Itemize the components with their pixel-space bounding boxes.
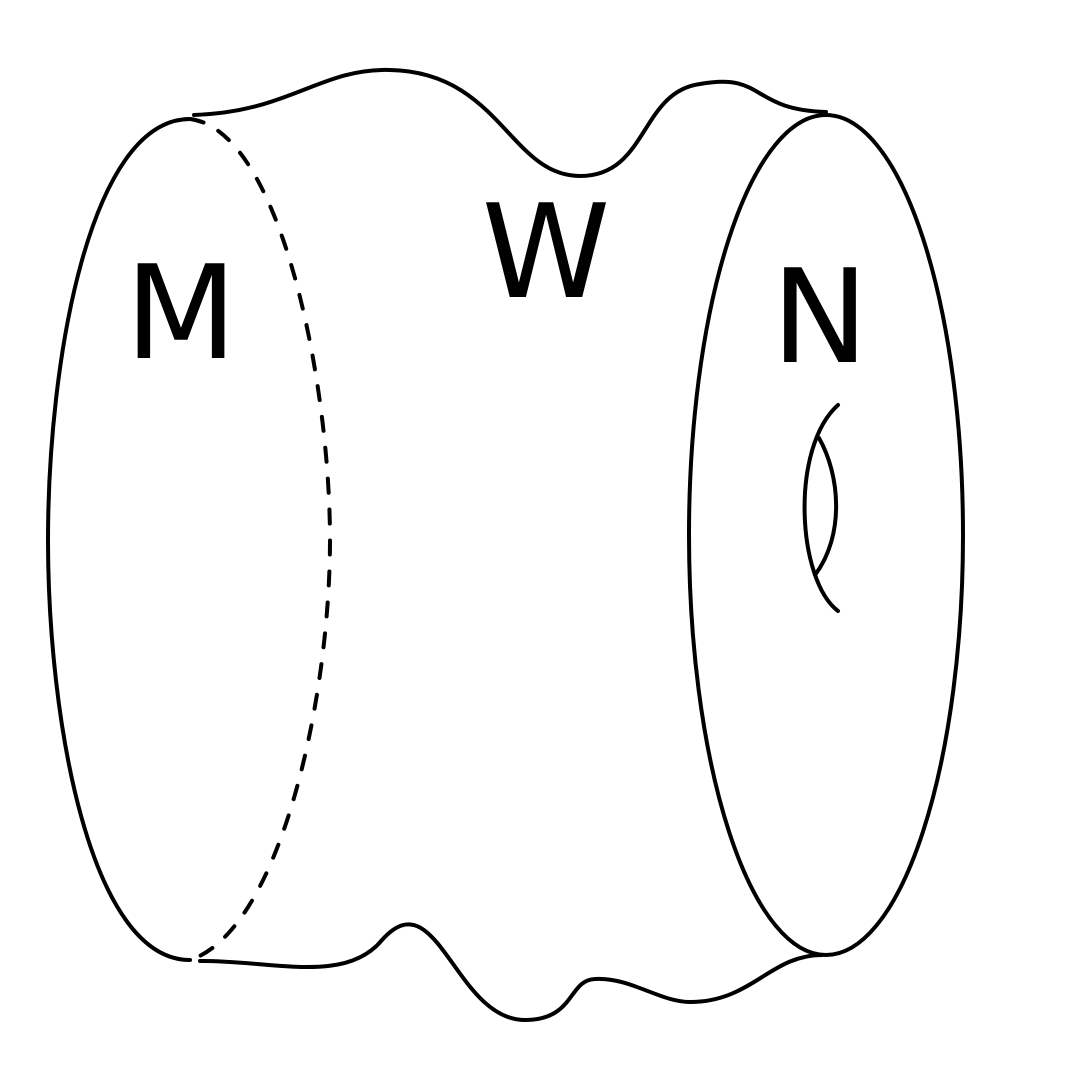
label-w: W [482,176,611,328]
bottom-wavy-edge [198,922,824,1022]
left-boundary-hidden-arc [188,117,332,962]
label-m: M [125,237,237,389]
right-boundary-ellipse [687,113,965,957]
handle-outer-arc [802,403,840,613]
handle-inner-arc [813,436,839,577]
top-wavy-edge [192,67,828,178]
label-n: N [771,241,868,393]
left-boundary-front-arc [46,117,192,962]
